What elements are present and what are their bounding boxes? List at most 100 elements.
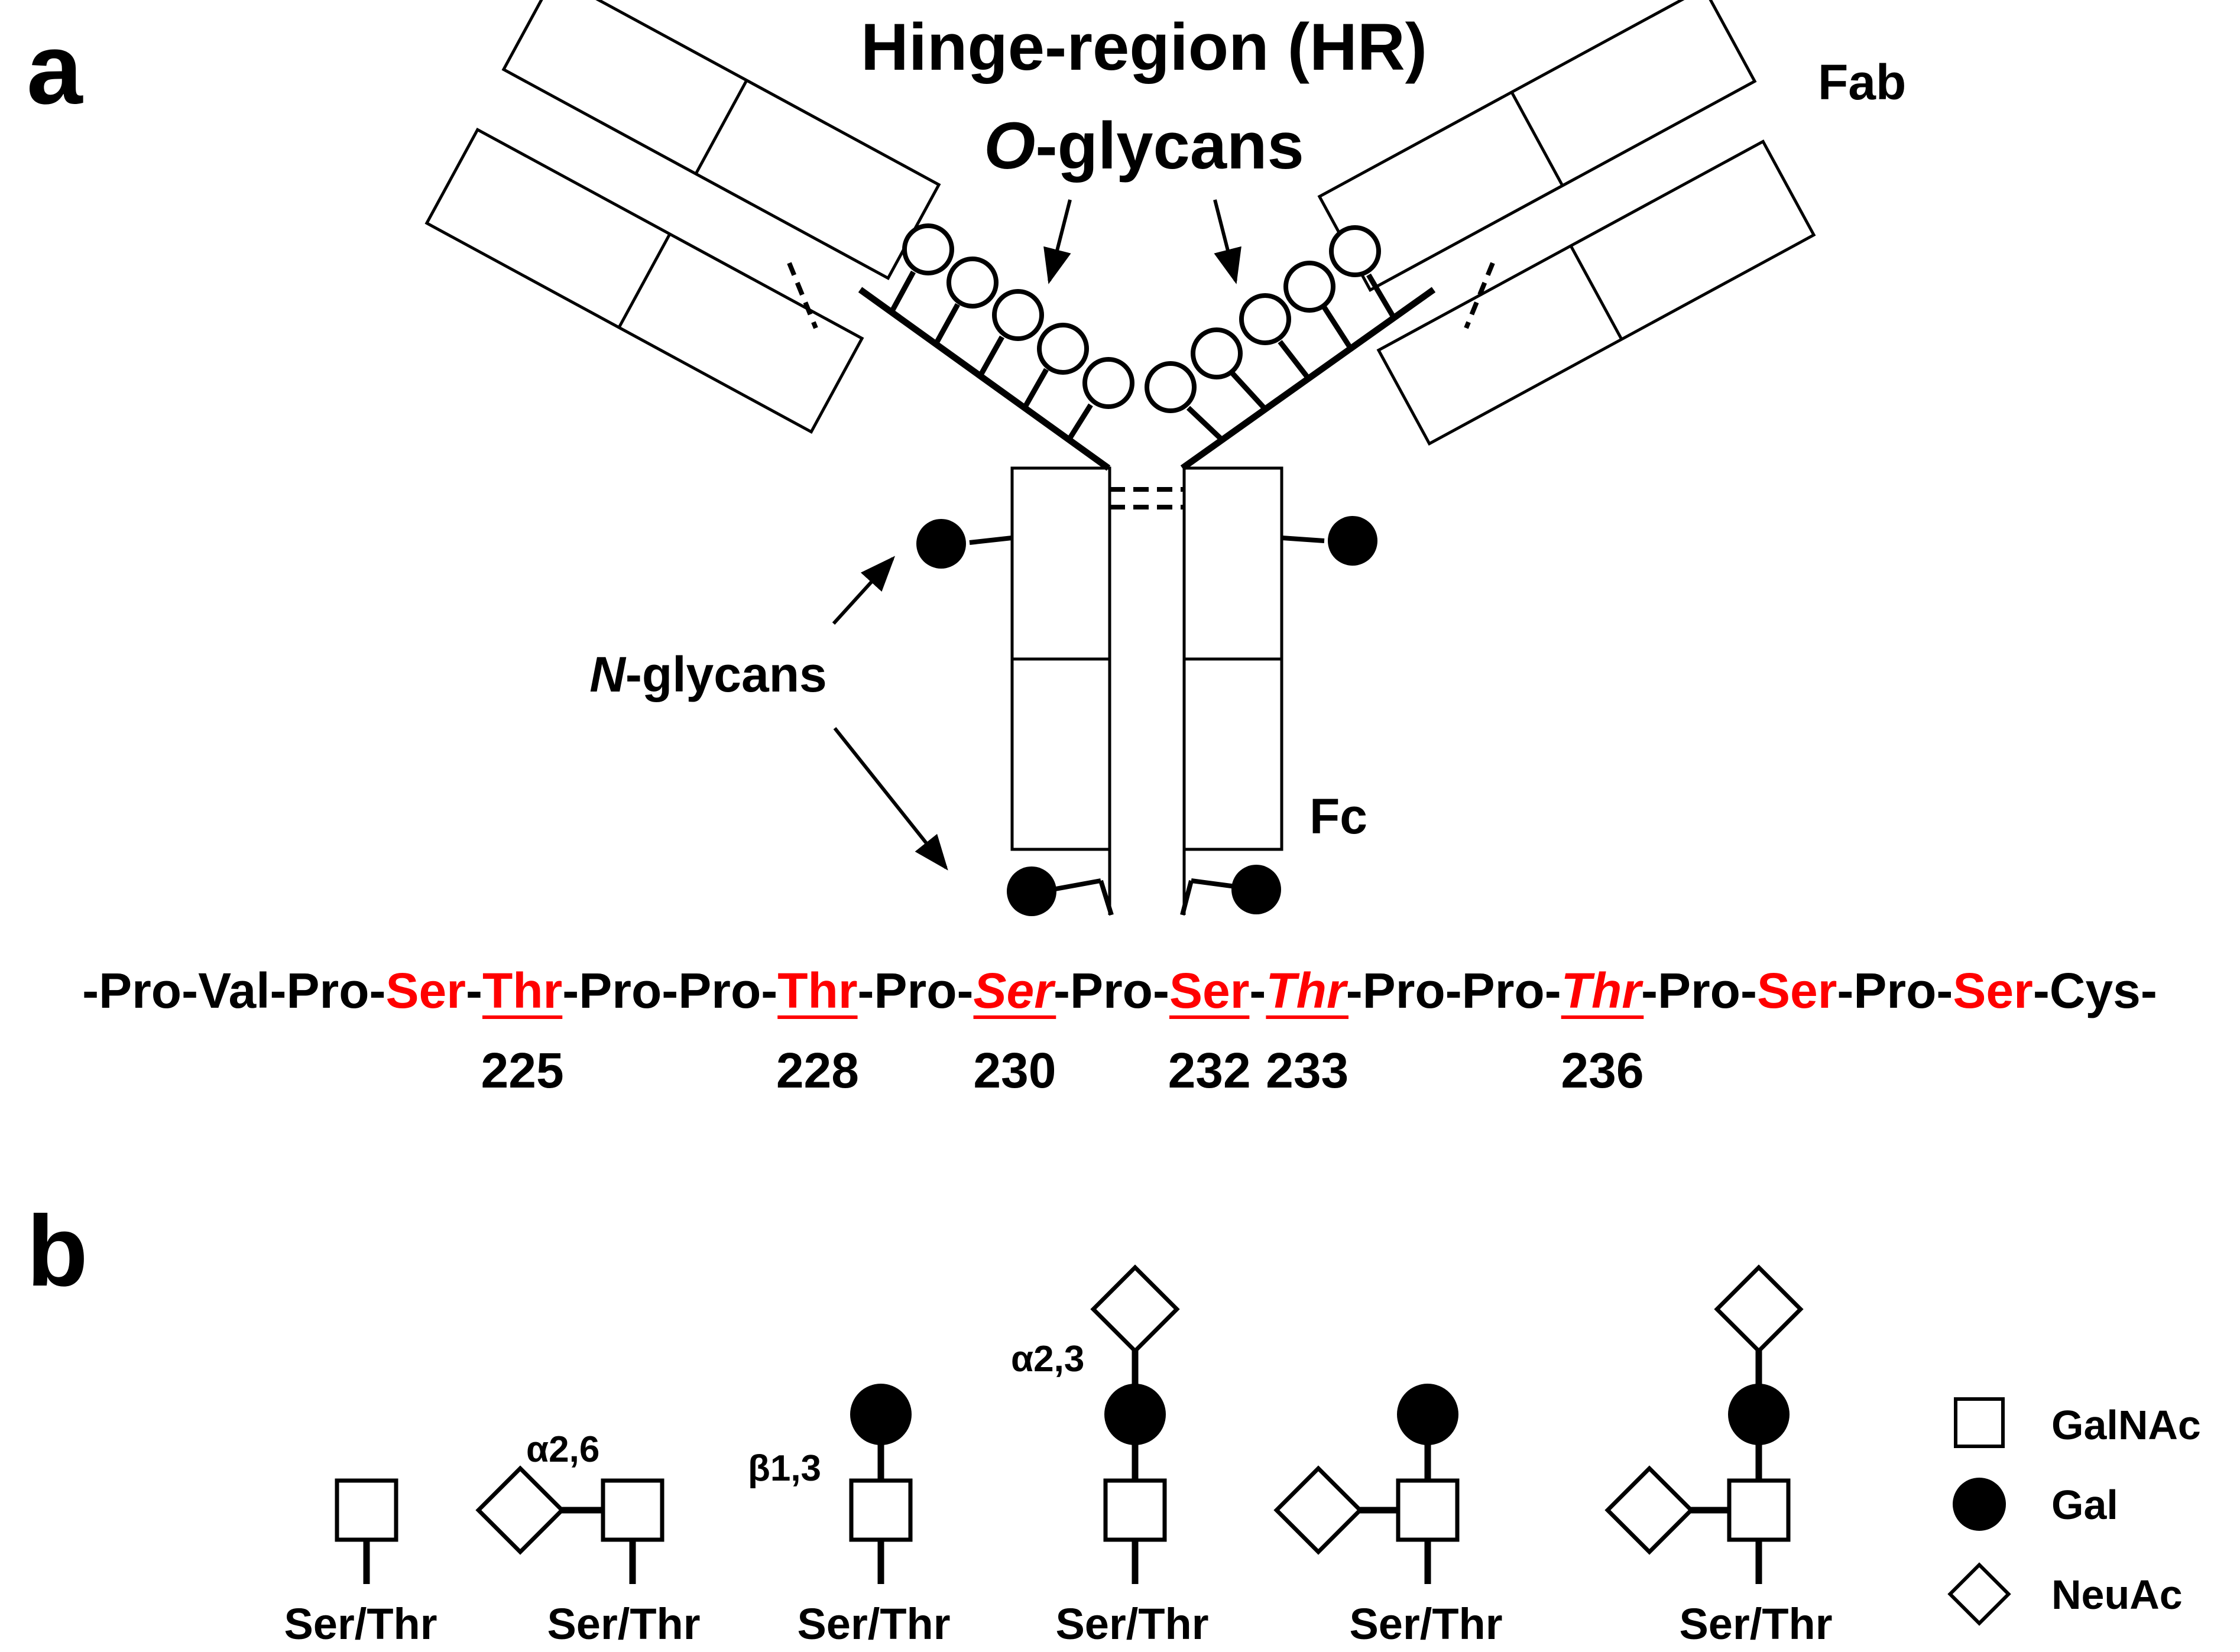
n-glycan-left-upper bbox=[916, 519, 1013, 569]
site-label: Ser/Thr bbox=[1349, 1599, 1502, 1648]
neuac-diamond-icon bbox=[475, 1465, 565, 1555]
galnac-square-icon bbox=[1727, 1478, 1791, 1542]
glycan-structure-3: β1,3 Ser/Thr bbox=[748, 1384, 951, 1648]
residue-position-label: 230 bbox=[973, 1043, 1056, 1098]
o-glycan-open-circle-icon bbox=[1145, 361, 1197, 413]
glycosite-residue: Ser bbox=[1757, 963, 1837, 1018]
glycosite-residue: Thr bbox=[1266, 963, 1348, 1018]
site-label: Ser/Thr bbox=[1055, 1599, 1208, 1648]
neuac-diamond-icon bbox=[1273, 1465, 1363, 1555]
galnac-square-icon bbox=[1103, 1478, 1167, 1542]
n-glycan-filled-circle-icon bbox=[1328, 516, 1377, 566]
linkage-label-a2-6: α2,6 bbox=[526, 1429, 599, 1470]
sequence-segment: -Pro- bbox=[1837, 963, 1953, 1018]
o-glycan-left-5 bbox=[1066, 357, 1134, 442]
gal-filled-circle-icon bbox=[1397, 1384, 1458, 1445]
glycan-structure-5: Ser/Thr bbox=[1273, 1384, 1503, 1648]
neuac-diamond-icon bbox=[1604, 1465, 1694, 1555]
sequence-segment: -Pro-Pro- bbox=[1346, 963, 1561, 1018]
glycan-structure-4: α2,3 Ser/Thr bbox=[1011, 1264, 1209, 1648]
glycosite-residue: Thr bbox=[777, 963, 857, 1018]
filled-circle-icon bbox=[1953, 1478, 2006, 1531]
sequence-segment: - bbox=[1249, 963, 1266, 1018]
o-glycan-open-circle-icon bbox=[902, 223, 954, 275]
o-glycan-right-5 bbox=[1329, 225, 1396, 320]
o-glycan-right-1 bbox=[1145, 361, 1224, 442]
o-glycan-open-circle-icon bbox=[1037, 323, 1089, 375]
fab-label: Fab bbox=[1818, 54, 1906, 110]
hinge-region-title: Hinge-region (HR) bbox=[861, 10, 1427, 84]
galnac-square-icon bbox=[1396, 1478, 1460, 1542]
square-icon bbox=[1954, 1397, 2005, 1448]
glycosite-residue: Ser bbox=[1953, 963, 2032, 1018]
diamond-icon bbox=[1947, 1562, 2011, 1626]
neuac-diamond-icon bbox=[1714, 1264, 1804, 1354]
residue-position-label: 233 bbox=[1266, 1043, 1348, 1098]
hinge-left bbox=[858, 287, 1111, 471]
sequence-segment: - bbox=[466, 963, 482, 1018]
glycan-structure-1: Ser/Thr bbox=[284, 1478, 437, 1648]
legend: GalNAc Gal NeuAc bbox=[1947, 1397, 2201, 1626]
n-glycan-right-lower bbox=[1180, 865, 1281, 916]
legend-label-neuac: NeuAc bbox=[2051, 1572, 2183, 1618]
site-label: Ser/Thr bbox=[547, 1599, 700, 1648]
glycan-structure-2: α2,6 Ser/Thr bbox=[475, 1429, 701, 1648]
panel-b: b Ser/Thr α2,6 Ser/Thr β1,3 Ser/Thr bbox=[27, 1195, 2201, 1648]
linkage-label-b1-3: β1,3 bbox=[748, 1448, 821, 1489]
n-glycan-filled-circle-icon bbox=[1231, 865, 1281, 914]
galnac-square-icon bbox=[601, 1478, 664, 1542]
fc-chain-right bbox=[1182, 466, 1283, 851]
o-glycan-open-circle-icon bbox=[946, 257, 999, 309]
hinge-sequence: -Pro-Val-Pro-Ser-Thr-Pro-Pro-Thr-Pro-Ser… bbox=[82, 963, 2157, 1018]
fab-arm-right-inner bbox=[1376, 139, 1816, 446]
o-glycans-title: O-glycans bbox=[984, 109, 1304, 183]
legend-label-galnac: GalNAc bbox=[2051, 1402, 2201, 1448]
o-glycan-left-4 bbox=[1022, 323, 1089, 410]
o-glycan-left-2 bbox=[933, 257, 999, 346]
gal-filled-circle-icon bbox=[850, 1384, 912, 1445]
n-glycan-right-upper bbox=[1281, 516, 1377, 566]
disulfide-right-fab bbox=[1464, 262, 1495, 329]
panel-b-label: b bbox=[27, 1195, 88, 1307]
sequence-segment: -Pro- bbox=[1641, 963, 1757, 1018]
sequence-segment: -Pro-Pro- bbox=[562, 963, 777, 1018]
hinge-right bbox=[1180, 287, 1436, 471]
n-glycan-filled-circle-icon bbox=[916, 519, 966, 569]
gal-filled-circle-icon bbox=[1104, 1384, 1166, 1445]
glycosite-residue: Ser bbox=[1169, 963, 1249, 1018]
fc-label: Fc bbox=[1309, 788, 1367, 844]
o-glycan-right-2 bbox=[1191, 327, 1268, 411]
galnac-square-icon bbox=[335, 1478, 398, 1542]
fab-arm-left-inner bbox=[424, 127, 864, 434]
glycosite-residue: Thr bbox=[482, 963, 562, 1018]
site-label: Ser/Thr bbox=[1679, 1599, 1832, 1648]
galnac-square-icon bbox=[849, 1478, 913, 1542]
n-glycans-label: N-glycans bbox=[589, 647, 826, 702]
residue-position-label: 228 bbox=[776, 1043, 859, 1098]
n-glycan-filled-circle-icon bbox=[1007, 866, 1056, 916]
sequence-segment: -Pro- bbox=[858, 963, 974, 1018]
sequence-segment: -Pro-Val-Pro- bbox=[82, 963, 385, 1018]
o-glycan-open-circle-icon bbox=[992, 289, 1044, 341]
o-glycan-open-circle-icon bbox=[1082, 357, 1134, 409]
n-glycan-arrow-upper bbox=[832, 556, 896, 625]
glycosite-residue: Ser bbox=[386, 963, 466, 1018]
residue-position-label: 232 bbox=[1168, 1043, 1251, 1098]
glycan-structure-6: Ser/Thr bbox=[1604, 1264, 1833, 1648]
residue-position-label: 225 bbox=[481, 1043, 564, 1098]
legend-label-gal: Gal bbox=[2051, 1482, 2118, 1528]
site-label: Ser/Thr bbox=[284, 1599, 437, 1648]
gal-filled-circle-icon bbox=[1728, 1384, 1790, 1445]
neuac-diamond-icon bbox=[1090, 1264, 1180, 1354]
sequence-segment: -Cys- bbox=[2033, 963, 2157, 1018]
o-glycan-left-3 bbox=[978, 289, 1044, 378]
panel-a: a Hinge-region (HR) O-glycans Fab bbox=[27, 0, 2157, 1098]
site-label: Ser/Thr bbox=[797, 1599, 950, 1648]
panel-a-label: a bbox=[27, 13, 83, 125]
o-glycan-open-circle-icon bbox=[1239, 293, 1291, 345]
o-glycan-open-circle-icon bbox=[1329, 225, 1381, 277]
o-glycan-right-3 bbox=[1239, 293, 1311, 380]
o-glycan-open-circle-icon bbox=[1191, 327, 1243, 379]
